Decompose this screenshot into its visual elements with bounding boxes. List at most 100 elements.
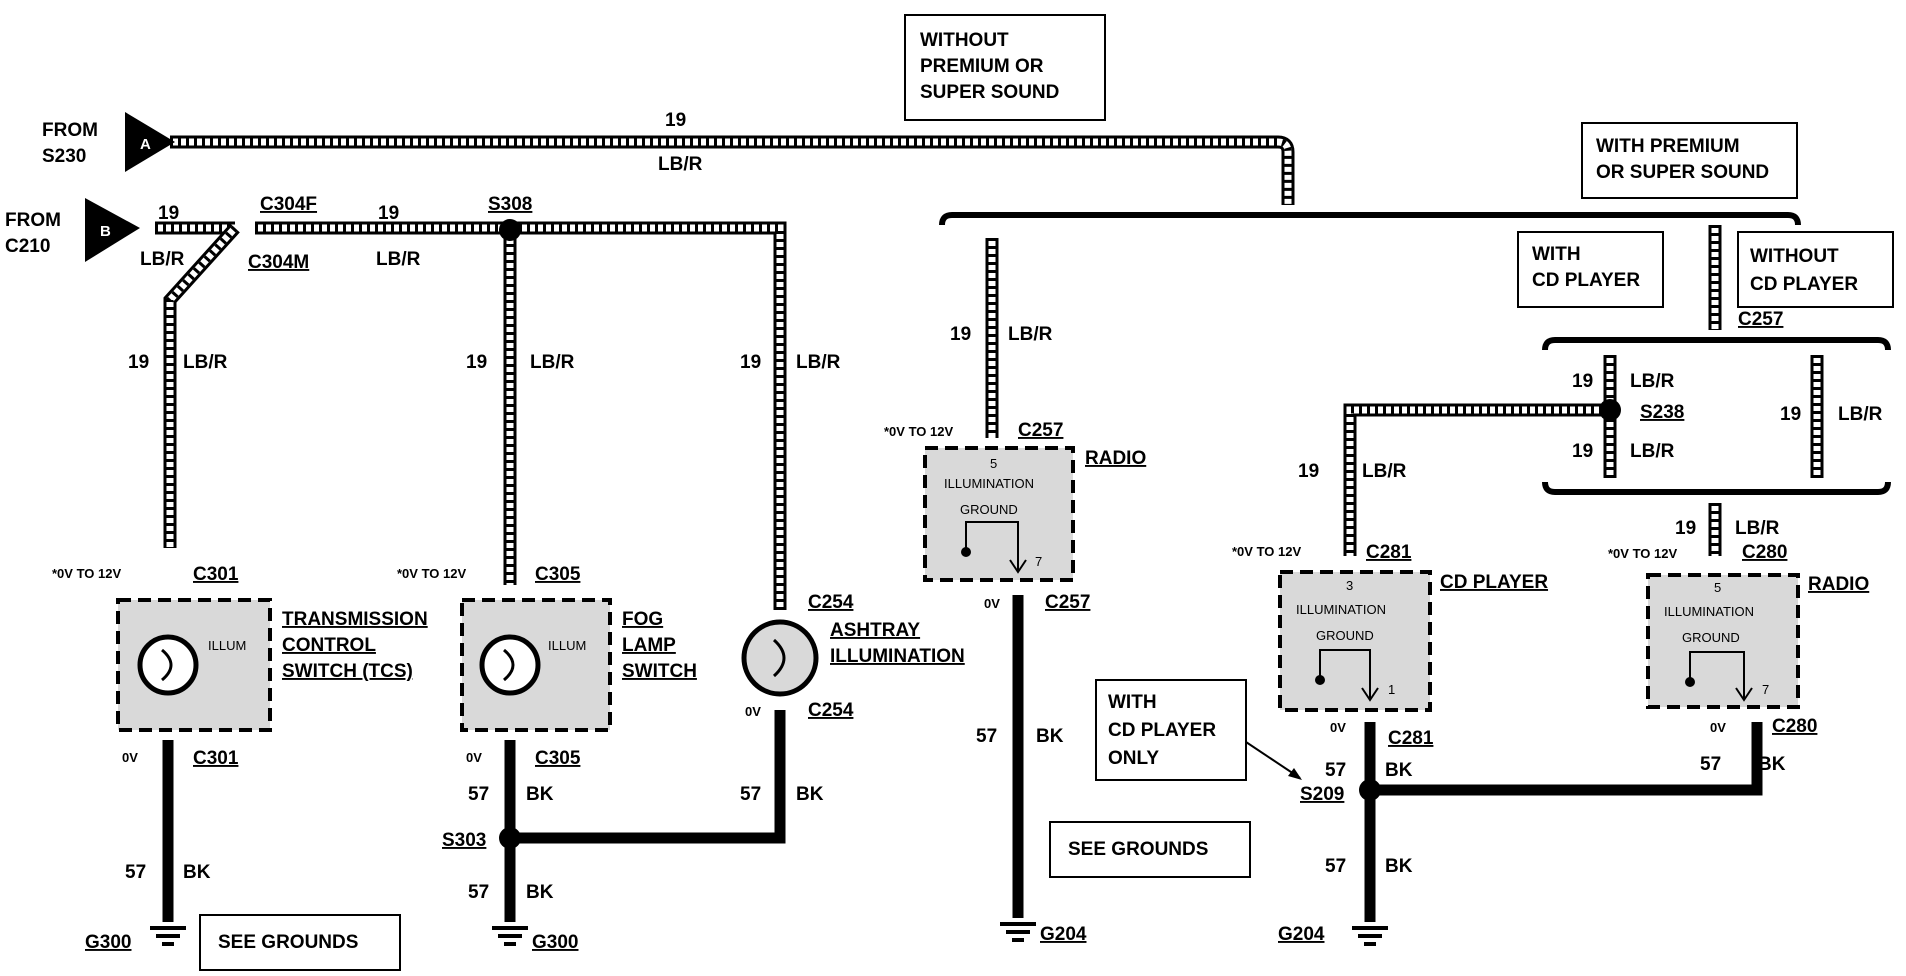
wire-bk-radio2 xyxy=(1370,722,1763,796)
see-grounds-box-2 xyxy=(1049,821,1251,878)
connector-c301-top: C301 xyxy=(193,564,239,585)
wire-lbr-b-run xyxy=(155,221,787,610)
cd-gnd2-circuit: 57 xyxy=(1325,856,1346,877)
radio2-circuit: 19 xyxy=(1675,518,1696,539)
note-with-cd-box xyxy=(1517,231,1664,308)
cd-zero: 0V xyxy=(1330,720,1346,735)
connector-s238: S238 xyxy=(1640,402,1684,423)
fog-name-2: LAMP xyxy=(622,635,676,656)
tcs-circuit: 19 xyxy=(128,352,149,373)
fog-circuit: 19 xyxy=(466,352,487,373)
connector-s303: S303 xyxy=(442,830,486,851)
connector-s209: S209 xyxy=(1300,784,1344,805)
cd-gnd2-color: BK xyxy=(1385,856,1413,877)
premium-bus xyxy=(939,212,1801,226)
cd-gnd-color: BK xyxy=(1385,760,1413,781)
radio2-name: RADIO xyxy=(1808,574,1869,595)
note-with-premium-1: WITH PREMIUM xyxy=(1596,136,1740,157)
from-a-id: S230 xyxy=(42,146,86,167)
cd-circuit: 19 xyxy=(1298,461,1319,482)
svg-text:B: B xyxy=(100,223,111,240)
fog-name-1: FOG xyxy=(622,609,663,630)
tcs-illum: ILLUM xyxy=(208,638,246,653)
note-without-premium-box xyxy=(904,14,1106,121)
see-grounds-1: SEE GROUNDS xyxy=(218,932,358,953)
note-without-cd-2: CD PLAYER xyxy=(1750,274,1858,295)
ground-symbol-g300-right xyxy=(492,926,528,946)
wire-a-color: LB/R xyxy=(658,154,703,175)
cd-bus-bottom xyxy=(1542,481,1891,495)
see-grounds-box-1 xyxy=(199,914,401,971)
fog-color: LB/R xyxy=(530,352,575,373)
connector-c304f: C304F xyxy=(260,194,317,215)
tcs-gnd-color: BK xyxy=(183,862,211,883)
radio-gnd-circuit: 57 xyxy=(976,726,997,747)
from-b-label: FROM xyxy=(5,210,61,231)
connector-s308: S308 xyxy=(488,194,532,215)
fog-zero: 0V xyxy=(466,750,482,765)
wire-b-circuit: 19 xyxy=(158,203,179,224)
connector-c254-bottom: C254 xyxy=(808,700,854,721)
cd-illumination: ILLUMINATION xyxy=(1296,602,1386,617)
connector-c257-right: C257 xyxy=(1738,309,1783,330)
note-without-cd-1: WITHOUT xyxy=(1750,246,1839,267)
connector-c280-top: C280 xyxy=(1742,542,1787,563)
s238-up-circuit: 19 xyxy=(1572,371,1593,392)
connector-c305-bottom: C305 xyxy=(535,748,581,769)
cd-bus-top xyxy=(1542,337,1891,351)
note-with-cd-2: CD PLAYER xyxy=(1532,270,1640,291)
cd-gnd-circuit: 57 xyxy=(1325,760,1346,781)
s238-down-circuit: 19 xyxy=(1572,441,1593,462)
ashtray-gnd-color: BK xyxy=(796,784,824,805)
radio-circuit: 19 xyxy=(950,324,971,345)
connector-c280-bottom: C280 xyxy=(1772,716,1817,737)
ashtray-bulb-icon xyxy=(741,619,819,697)
cd-name: CD PLAYER xyxy=(1440,572,1548,593)
ground-symbol-g300-left xyxy=(150,926,186,946)
radio-name: RADIO xyxy=(1085,448,1146,469)
radio-voltage: *0V TO 12V xyxy=(884,424,953,439)
ashtray-gnd-circuit: 57 xyxy=(740,784,761,805)
fog-gnd2-circuit: 57 xyxy=(468,882,489,903)
tcs-gnd-circuit: 57 xyxy=(125,862,146,883)
note-with-premium-box xyxy=(1581,122,1798,199)
radio2-gnd-circuit: 57 xyxy=(1700,754,1721,775)
cd-color: LB/R xyxy=(1362,461,1407,482)
radio-illumination: ILLUMINATION xyxy=(944,476,1034,491)
splice-s303 xyxy=(499,827,521,849)
ground-g204-right: G204 xyxy=(1278,924,1325,945)
cd-voltage: *0V TO 12V xyxy=(1232,544,1301,559)
cd-pin3: 3 xyxy=(1346,578,1353,593)
radio2-color: LB/R xyxy=(1735,518,1780,539)
s238-up-color: LB/R xyxy=(1630,371,1675,392)
see-grounds-2: SEE GROUNDS xyxy=(1068,839,1208,860)
wire-lbr-a-run xyxy=(170,135,1295,205)
s238-down-color: LB/R xyxy=(1630,441,1675,462)
ashtray-color: LB/R xyxy=(796,352,841,373)
note-without-premium-1: WITHOUT xyxy=(920,30,1009,51)
ground-g204-left: G204 xyxy=(1040,924,1087,945)
radio-ground: GROUND xyxy=(960,502,1018,517)
note-with-cd-only-box xyxy=(1095,679,1247,781)
wire-b2-color: LB/R xyxy=(376,249,421,270)
wire-b2-circuit: 19 xyxy=(378,203,399,224)
connector-c281-top: C281 xyxy=(1366,542,1412,563)
right-circuit: 19 xyxy=(1780,404,1801,425)
tcs-name-3: SWITCH (TCS) xyxy=(282,661,413,682)
splice-s209 xyxy=(1359,779,1381,801)
fog-bulb-icon xyxy=(479,634,541,696)
from-a-label: FROM xyxy=(42,120,98,141)
note-without-premium-3: SUPER SOUND xyxy=(920,82,1059,103)
tcs-name-2: CONTROL xyxy=(282,635,376,656)
fog-voltage: *0V TO 12V xyxy=(397,566,466,581)
cd-pin1: 1 xyxy=(1388,682,1395,697)
radio-body xyxy=(923,446,1075,582)
radio2-body xyxy=(1646,573,1800,709)
radio2-gnd-color: BK xyxy=(1758,754,1786,775)
radio2-illumination: ILLUMINATION xyxy=(1664,604,1754,619)
from-b-id: C210 xyxy=(5,236,50,257)
note-with-premium-2: OR SUPER SOUND xyxy=(1596,162,1769,183)
note-without-premium-2: PREMIUM OR xyxy=(920,56,1044,77)
note-pointer-arrow xyxy=(1288,768,1302,780)
